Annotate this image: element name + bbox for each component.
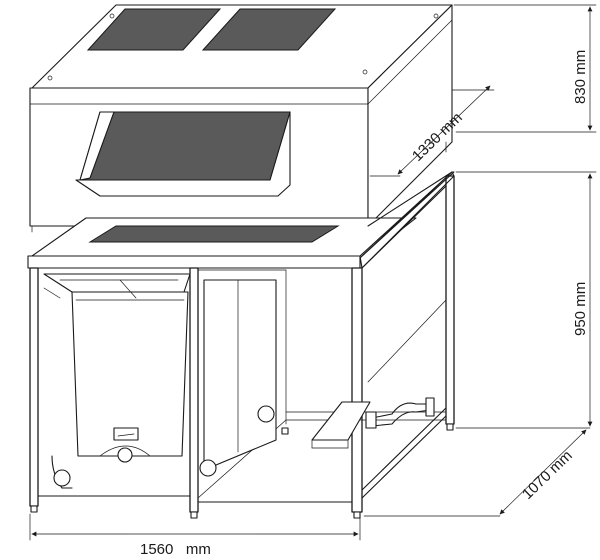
unit-depth-dimension-line: [397, 85, 491, 175]
top-hatch-right: [201, 8, 337, 51]
depth-label: 1070 mm: [519, 447, 576, 503]
table-top-front-edge: [27, 255, 361, 269]
depth-dimension-line: [499, 429, 587, 515]
stand: [27, 171, 455, 519]
unit-height-label: 830 mm: [572, 50, 589, 104]
upper-unit: [29, 4, 453, 233]
front-right-leg: [351, 267, 363, 513]
table-hatch: [88, 225, 340, 243]
second-bin: [203, 279, 277, 471]
collection-tray: [311, 401, 371, 441]
rear-right-leg: [445, 175, 455, 425]
front-left-leg: [29, 267, 39, 507]
dimension-lines: [29, 4, 597, 541]
hopper-back-panel: [79, 111, 291, 181]
width-label: 1560 mm: [140, 541, 211, 558]
height-label: 950 mm: [572, 282, 589, 336]
top-hatch-left: [86, 8, 222, 51]
hopper-side: [79, 111, 115, 181]
front-mid-leg: [189, 267, 199, 513]
